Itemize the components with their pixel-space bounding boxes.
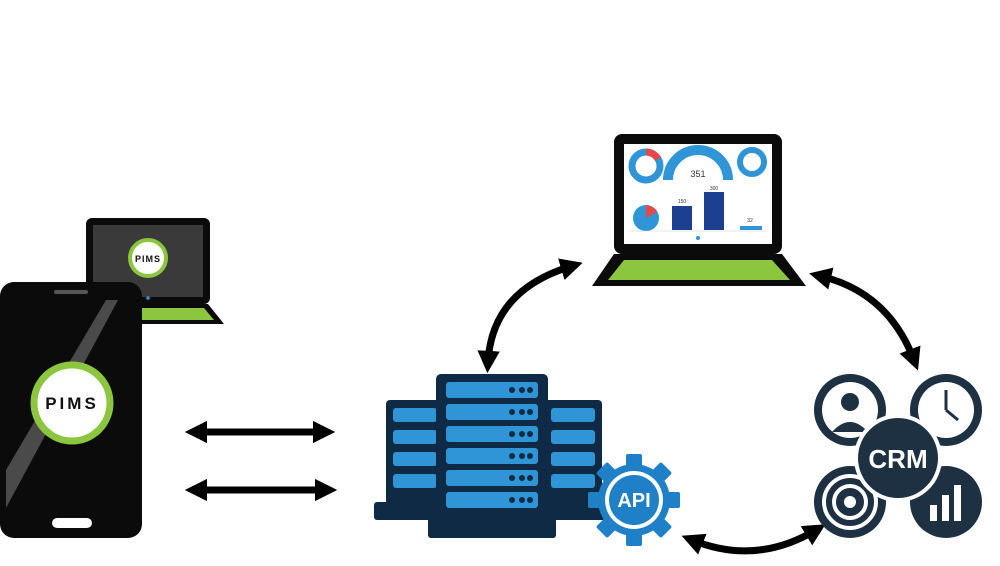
phone-logo: PIMS xyxy=(45,394,99,413)
gear-icon: API xyxy=(588,454,680,546)
server-rack-icon xyxy=(374,374,614,538)
double-arrow-icon xyxy=(184,420,338,502)
api-label: API xyxy=(617,490,650,512)
dashboard-bar-value-2: 300 xyxy=(710,186,719,192)
curved-arrow-icon xyxy=(477,258,921,555)
dashboard-gauge-value: 351 xyxy=(690,169,705,179)
dashboard-bar-value-3: 32 xyxy=(747,218,753,224)
crm-cluster: CRM xyxy=(814,374,982,538)
dashboard-screen: 351 150 300 32 xyxy=(628,145,767,232)
phone: PIMS xyxy=(0,282,142,538)
dashboard-bar-value-1: 150 xyxy=(678,199,687,205)
dashboard-laptop: 351 150 300 32 xyxy=(592,134,806,286)
crm-label: CRM xyxy=(868,444,927,474)
small-laptop-logo: PIMS xyxy=(135,254,161,264)
